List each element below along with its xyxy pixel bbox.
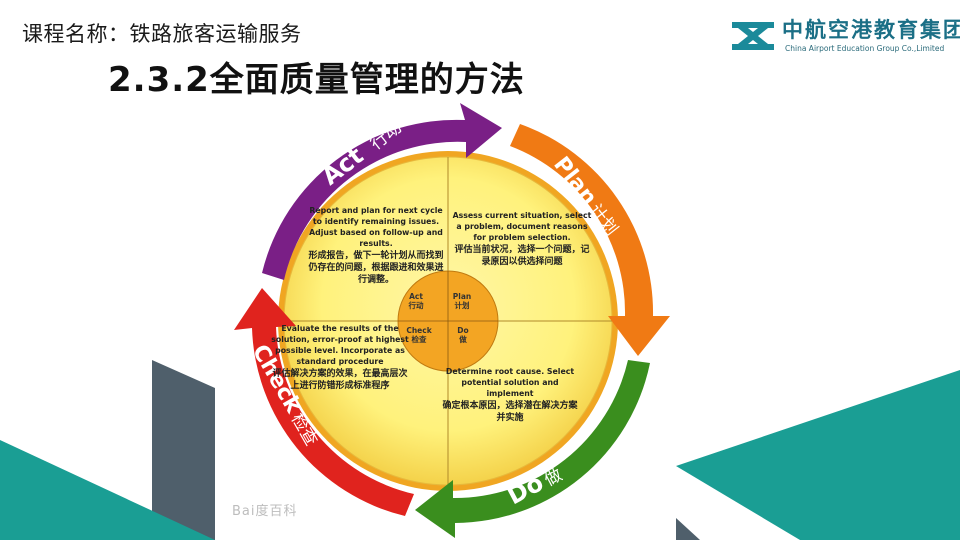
act-quadrant-text: Report and plan for next cycle to identi… (306, 205, 446, 286)
hub-plan-zh: 计划 (454, 301, 470, 310)
teal-triangle-left (0, 440, 215, 540)
check-quadrant-text: Evaluate the results of the solution, er… (270, 323, 410, 392)
hub-check-zh: 检查 (411, 335, 427, 344)
act-arrow (262, 103, 502, 280)
act-quadrant-zh: 形成报告，做下一轮计划从而找到仍存在的问题，根据跟进和效果进行调整。 (308, 251, 444, 285)
plan-arrow (510, 124, 670, 356)
watermark: Bai度百科 (232, 504, 298, 519)
hub-check-en: Check (406, 326, 432, 335)
hub-plan-label: Plan 计划 (439, 292, 485, 310)
logo-name-cn: 中航空港教育集团 (782, 18, 960, 42)
do-quadrant-en: Determine root cause. Select potential s… (445, 367, 575, 398)
gray-stripe-right (676, 518, 700, 540)
do-quadrant-text: Determine root cause. Select potential s… (440, 366, 580, 424)
logo-mark-icon (732, 22, 774, 50)
teal-shape-right (676, 370, 960, 540)
hub-do-en: Do (457, 326, 469, 335)
act-quadrant-en: Report and plan for next cycle to identi… (309, 206, 443, 248)
hub-plan-en: Plan (452, 292, 472, 301)
course-title: 课程名称：铁路旅客运输服务 (22, 22, 302, 46)
hub-do-zh: 做 (459, 335, 467, 344)
hub-do-label: Do 做 (440, 326, 486, 344)
gray-stripe-left (152, 360, 215, 540)
plan-quadrant-zh: 评估当前状况，选择一个问题，记录原因以供选择问题 (454, 245, 590, 267)
plan-quadrant-text: Assess current situation, select a probl… (452, 210, 592, 268)
hub-act-zh: 行动 (408, 301, 424, 310)
pdca-cycle-diagram: Act 行动 Plan 计划 Do 做 Check 检查 (234, 103, 670, 538)
do-arrow (415, 360, 650, 538)
plan-quadrant-en: Assess current situation, select a probl… (452, 211, 592, 242)
check-quadrant-zh: 评估解决方案的效果，在最高层次上进行防错形成标准程序 (272, 369, 408, 391)
hub-act-label: Act 行动 (393, 292, 439, 310)
company-logo: 中航空港教育集团 China Airport Education Group C… (728, 14, 960, 60)
hub-check-label: Check 检查 (396, 326, 442, 344)
check-quadrant-en: Evaluate the results of the solution, er… (271, 324, 409, 366)
logo-name-en: China Airport Education Group Co.,Limite… (785, 44, 945, 53)
do-quadrant-zh: 确定根本原因，选择潜在解决方案并实施 (442, 401, 578, 423)
check-arrow (234, 288, 414, 516)
page-title: 2.3.2全面质量管理的方法 (108, 60, 525, 100)
hub-act-en: Act (409, 292, 423, 301)
